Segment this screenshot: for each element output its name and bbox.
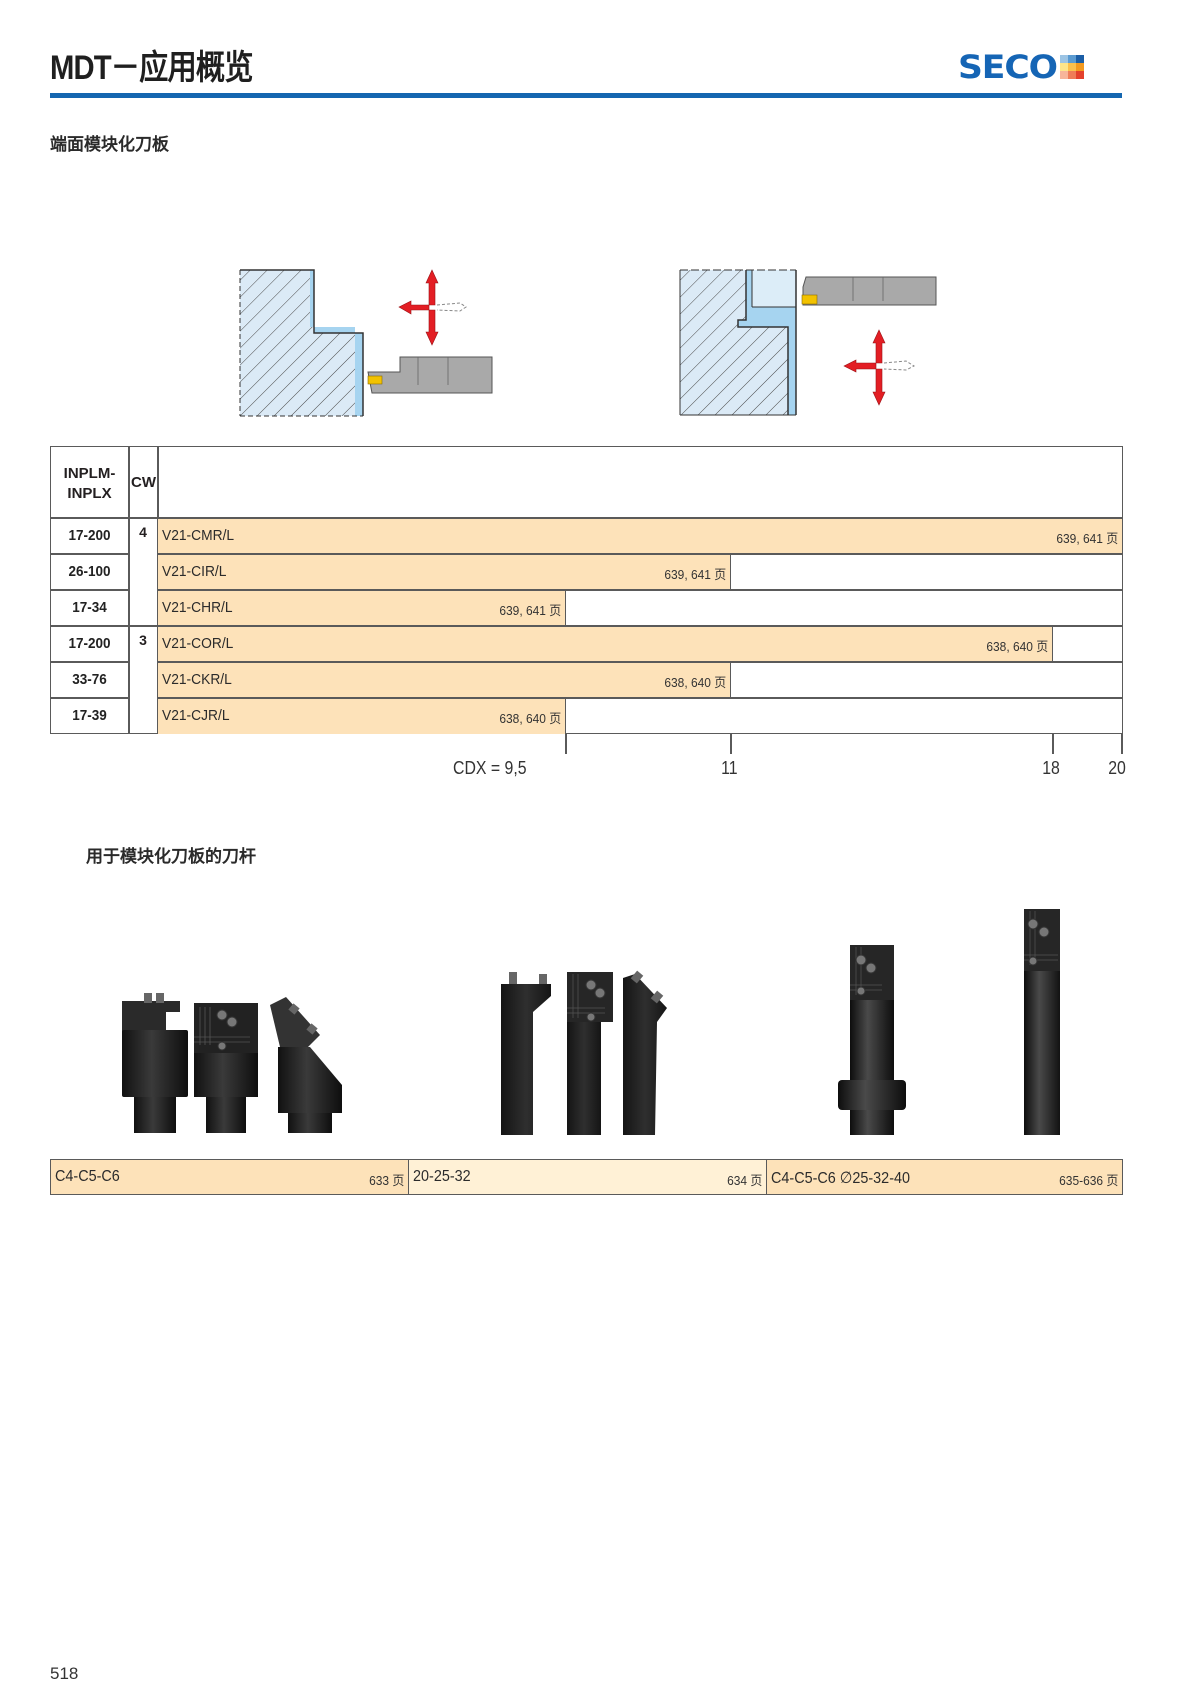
holder-label: C4-C5-C6 <box>55 1168 120 1185</box>
holder-label: C4-C5-C6 ∅25-32-40 <box>771 1170 911 1187</box>
holder-cell-shank: 20-25-32 634 页 <box>409 1160 767 1194</box>
cdx-label: CDX = 9,5 <box>453 758 527 778</box>
axis-tick <box>565 734 567 754</box>
feed-direction-arrows-icon <box>398 269 439 346</box>
insert-bar-chr: V21-CHR/L 639, 641 页 <box>158 590 566 626</box>
section-title-holders: 用于模块化刀板的刀杆 <box>86 847 256 867</box>
cw-value: 3 <box>139 632 147 648</box>
row-divider <box>50 625 1123 627</box>
axis-tick <box>730 734 732 754</box>
holder-pages: 634 页 <box>726 1173 762 1188</box>
cdx-tick-18: 18 <box>1042 758 1060 778</box>
row-divider <box>157 661 1123 663</box>
holder-cell-capto: C4-C5-C6 633 页 <box>51 1160 409 1194</box>
axis-tick <box>1121 734 1123 754</box>
boring-bar-modular-holders-image <box>838 909 1060 1135</box>
header-rule <box>50 93 1122 98</box>
capto-modular-holders-image <box>122 993 342 1133</box>
row-divider <box>50 589 129 591</box>
page-number: 518 <box>50 1664 79 1683</box>
seco-logo: SECO <box>958 48 1084 86</box>
shank-modular-holders-image <box>501 970 667 1135</box>
insert-bar-cjr: V21-CJR/L 638, 640 页 <box>158 698 566 734</box>
holder-label: 20-25-32 <box>413 1168 471 1185</box>
external-face-grooving-diagram <box>239 269 493 417</box>
logo-squares-icon <box>1059 55 1084 79</box>
page-title: MDT－应用概览 <box>50 49 254 87</box>
holder-pages: 635-636 页 <box>1058 1173 1118 1188</box>
row-divider <box>50 697 129 699</box>
cdx-tick-20: 20 <box>1108 758 1126 778</box>
inpl-value: 17-200 <box>68 635 111 652</box>
cdx-tick-11: 11 <box>721 758 738 778</box>
inpl-value: 33-76 <box>72 671 107 688</box>
holder-cell-boring-bar: C4-C5-C6 ∅25-32-40 635-636 页 <box>767 1160 1122 1194</box>
header-inpl: INPLM- INPLX <box>63 465 116 502</box>
row-divider <box>157 589 1123 591</box>
row-divider <box>50 517 1123 519</box>
logo-text: SECO <box>958 48 1058 86</box>
inpl-value: 17-200 <box>68 527 111 544</box>
inpl-value: 17-39 <box>72 707 107 724</box>
cw-value: 4 <box>139 524 147 540</box>
axis-tick <box>1052 734 1054 754</box>
insert-bar-cmr: V21-CMR/L 639, 641 页 <box>158 518 1122 554</box>
internal-face-grooving-diagram <box>679 269 937 416</box>
row-divider <box>157 553 1123 555</box>
inpl-value: 17-34 <box>72 599 107 616</box>
feed-direction-arrows-icon <box>843 329 886 406</box>
row-divider <box>50 553 129 555</box>
section-title-face-grooving: 端面模块化刀板 <box>50 135 169 155</box>
row-divider <box>157 697 1123 699</box>
insert-bar-cor: V21-COR/L 638, 640 页 <box>158 626 1053 662</box>
insert-bar-ckr: V21-CKR/L 638, 640 页 <box>158 662 731 698</box>
row-divider <box>50 661 129 663</box>
holders-table: C4-C5-C6 633 页 20-25-32 634 页 C4-C5-C6 ∅… <box>50 1159 1123 1195</box>
insert-bar-cir: V21-CIR/L 639, 641 页 <box>158 554 731 590</box>
inpl-value: 26-100 <box>68 563 111 580</box>
header-cw: CW <box>131 474 156 491</box>
holder-pages: 633 页 <box>368 1173 404 1188</box>
